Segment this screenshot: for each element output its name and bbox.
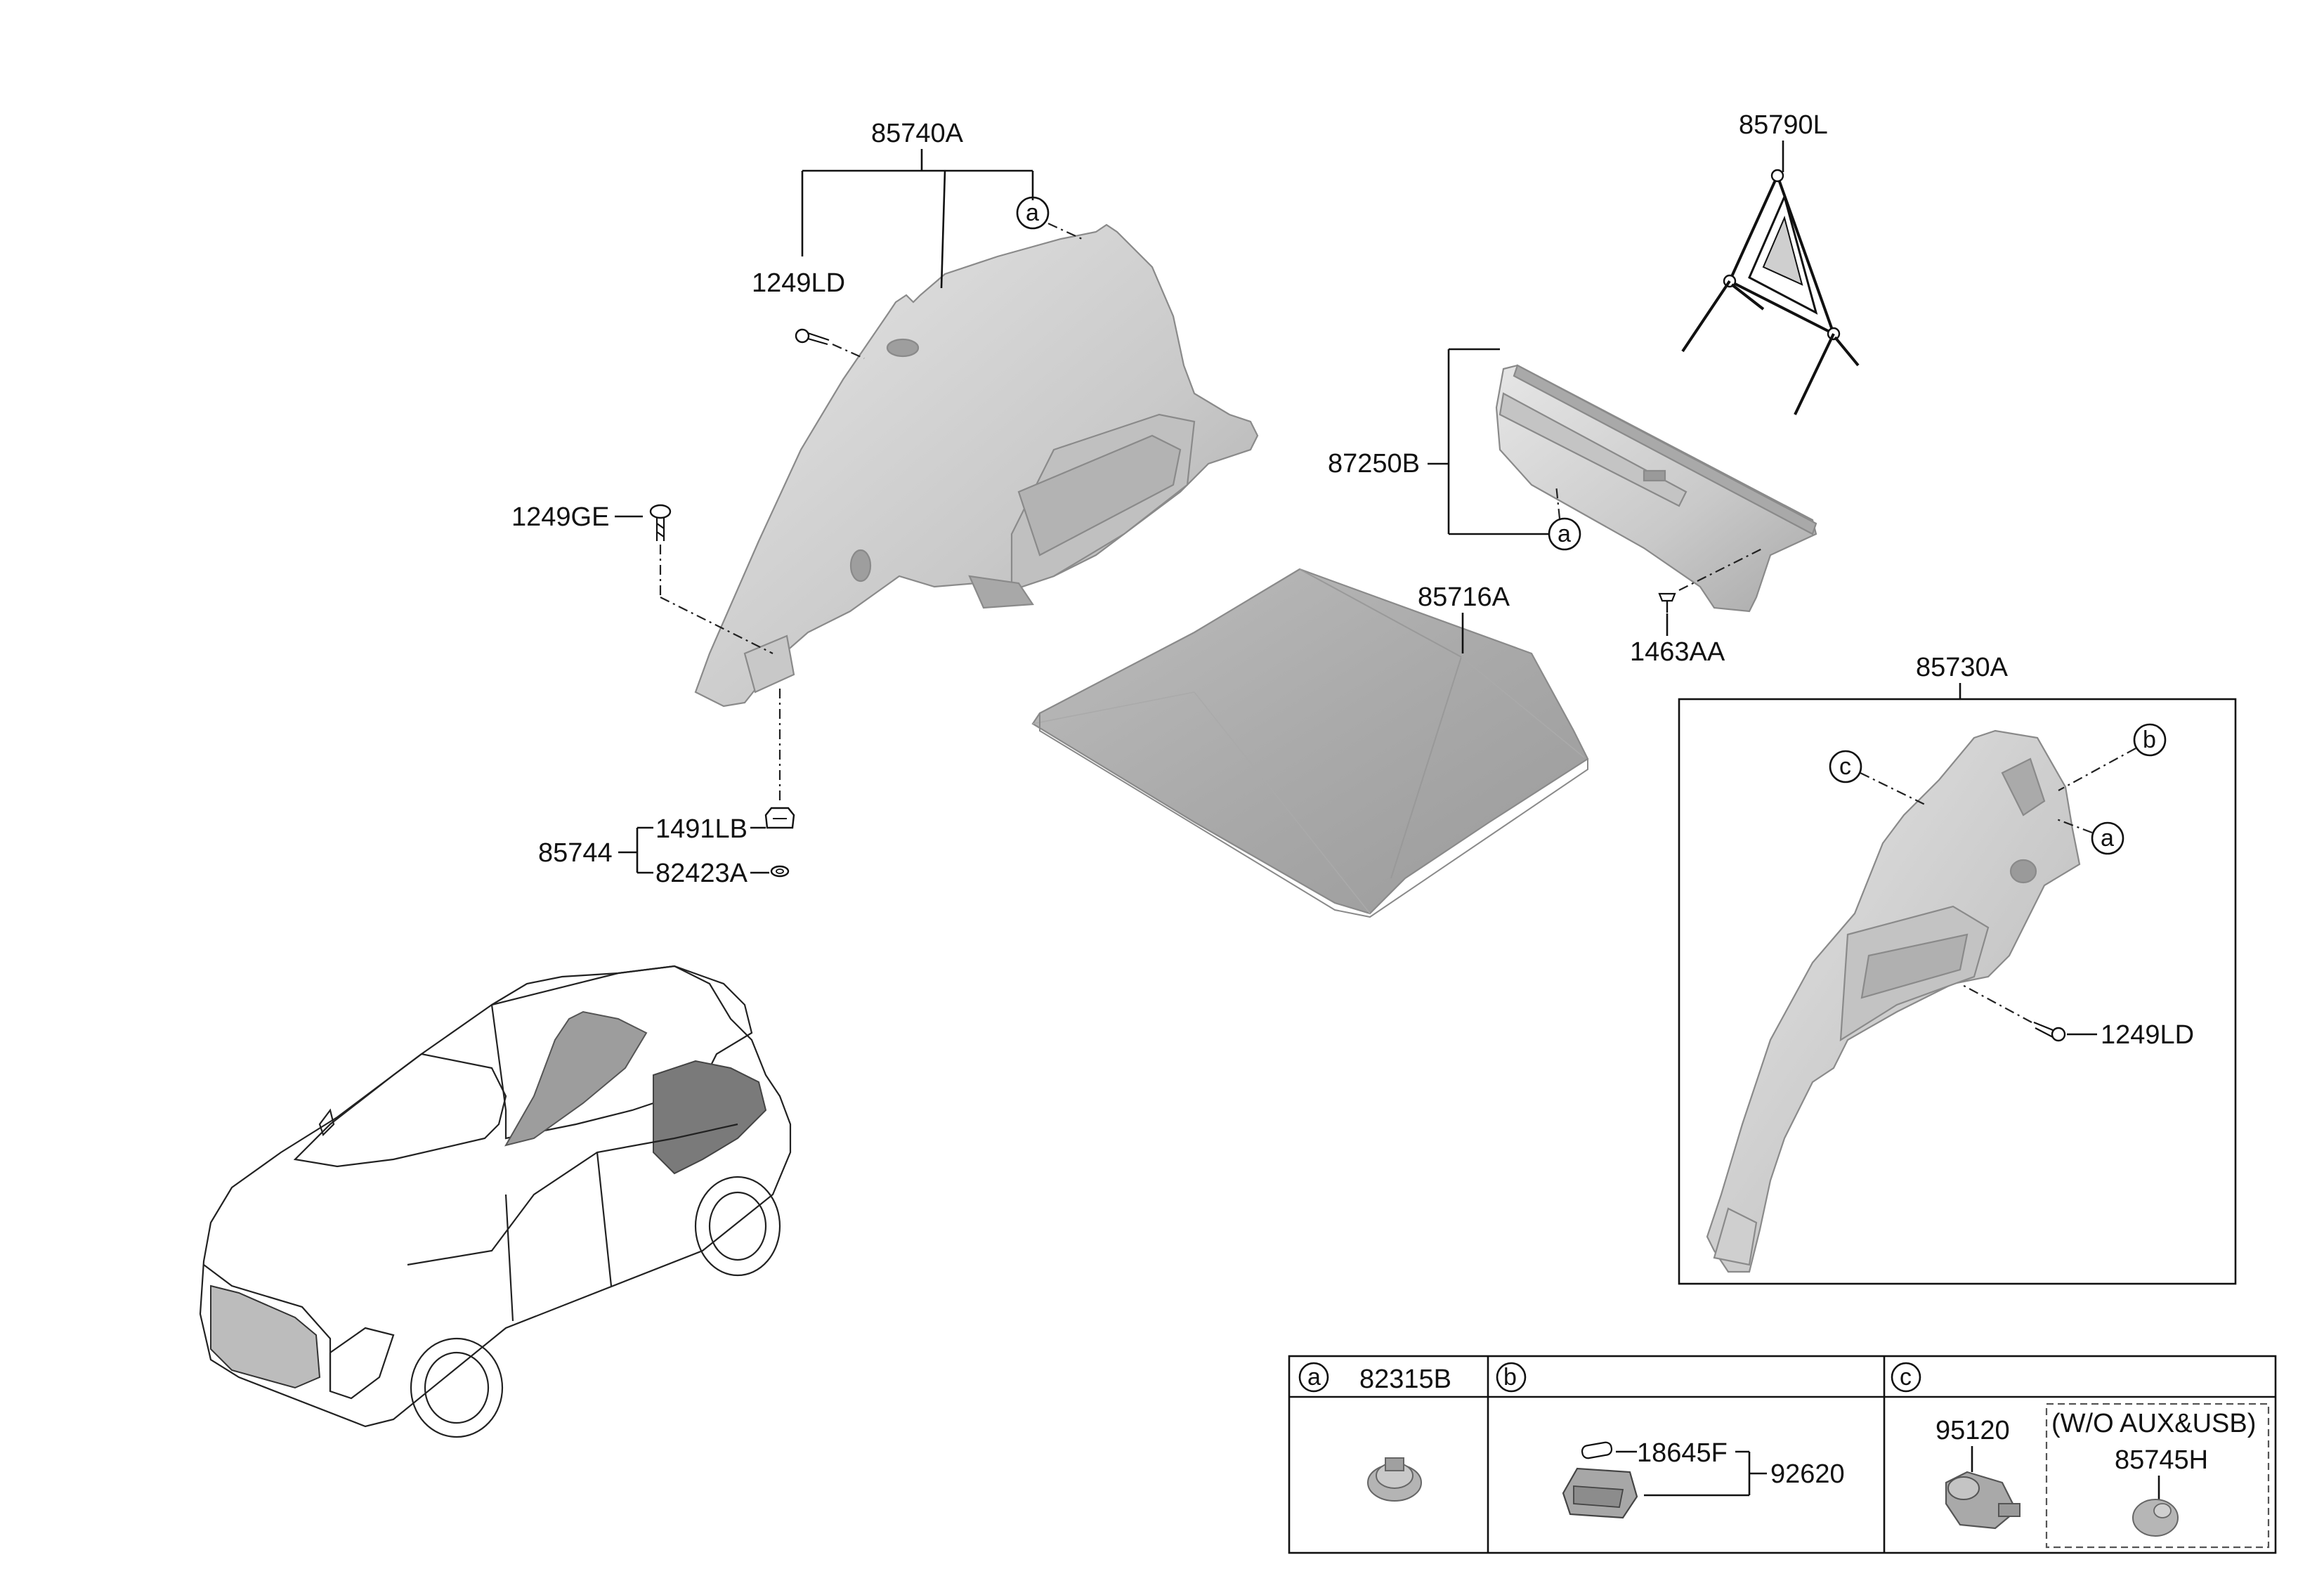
label-85730A: 85730A xyxy=(1916,653,2009,682)
label-85790L: 85790L xyxy=(1739,110,1828,140)
callout-a-text-3: a xyxy=(2101,825,2114,852)
right-quarter-trim-panel xyxy=(1706,729,2081,1273)
warning-triangle xyxy=(1681,169,1860,415)
socket-95120 xyxy=(1945,1471,2021,1530)
vehicle-reference-illustration xyxy=(199,965,792,1438)
screw-1249LD-top xyxy=(795,328,830,346)
label-1463AA: 1463AA xyxy=(1630,637,1725,667)
label-82423A: 82423A xyxy=(655,859,748,888)
luggage-mat xyxy=(1031,568,1589,918)
legend-part-92620: 92620 xyxy=(1770,1459,1845,1489)
legend-part-85745H: 85745H xyxy=(2115,1445,2208,1475)
label-85744: 85744 xyxy=(538,838,613,868)
legend-callout-b-text: b xyxy=(1503,1364,1517,1391)
screw-1249GE xyxy=(649,504,672,541)
legend-part-82315B: 82315B xyxy=(1359,1365,1451,1394)
callout-a-text: a xyxy=(1026,200,1039,226)
left-quarter-trim-panel xyxy=(694,223,1259,708)
right-panel-box xyxy=(1678,698,2237,1285)
fastener-82315B xyxy=(1367,1457,1422,1502)
clip-1491LB xyxy=(764,807,795,829)
legend-callout-a-circle xyxy=(1298,1362,1329,1393)
callout-b-text: b xyxy=(2143,727,2156,753)
washer-82423A xyxy=(770,865,790,878)
callout-a-circle-3 xyxy=(2091,821,2124,855)
clip-1463AA xyxy=(1658,592,1676,613)
legend-callout-a-text: a xyxy=(1307,1364,1321,1391)
callout-a-text-2: a xyxy=(1558,521,1571,547)
label-1249GE: 1249GE xyxy=(511,502,609,532)
legend-table xyxy=(1288,1355,2277,1554)
legend-callout-c-text: c xyxy=(1900,1364,1912,1391)
label-1491LB: 1491LB xyxy=(655,814,748,844)
callout-a-circle-2 xyxy=(1548,517,1581,551)
cover-85745H xyxy=(2132,1499,2179,1537)
callout-c-text: c xyxy=(1839,753,1851,780)
legend-part-95120: 95120 xyxy=(1935,1416,2010,1445)
callout-b-circle xyxy=(2133,723,2167,757)
legend-part-18645F: 18645F xyxy=(1637,1438,1728,1468)
wo-aux-usb-box xyxy=(2045,1402,2270,1549)
label-1249LD-top: 1249LD xyxy=(752,268,845,298)
label-85716A: 85716A xyxy=(1418,583,1510,612)
transverse-trim-panel xyxy=(1495,364,1817,613)
label-1249LD-right: 1249LD xyxy=(2101,1020,2194,1050)
label-85740A: 85740A xyxy=(871,119,964,148)
legend-note-wo-aux-usb: (W/O AUX&USB) xyxy=(2051,1409,2256,1438)
lamp-92620 xyxy=(1562,1467,1638,1519)
callout-c-circle xyxy=(1829,750,1862,783)
legend-callout-b-circle xyxy=(1496,1362,1527,1393)
legend-callout-c-circle xyxy=(1891,1362,1921,1393)
bulb-18645F xyxy=(1581,1441,1613,1459)
callout-a-circle xyxy=(1016,196,1050,230)
label-87250B: 87250B xyxy=(1328,449,1420,479)
screw-1249LD-right xyxy=(2033,1021,2066,1042)
